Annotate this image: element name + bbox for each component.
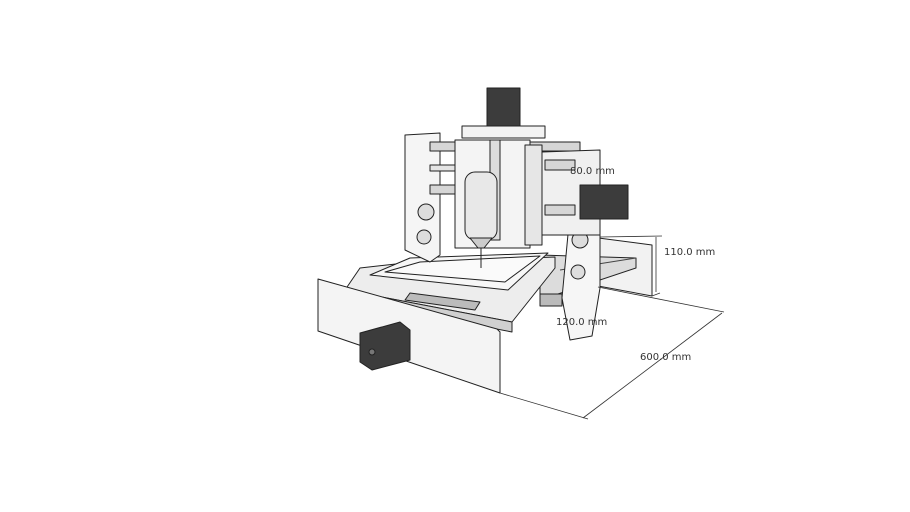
workpiece bbox=[384, 255, 541, 283]
gantry-rod bbox=[544, 159, 576, 171]
dimension-label-600: 600.0 mm bbox=[640, 352, 692, 363]
dimension-label-110: 110.0 mm bbox=[664, 247, 716, 258]
dimension-line-600 bbox=[582, 312, 723, 419]
extension-line bbox=[599, 235, 663, 238]
extension-line bbox=[597, 286, 725, 313]
plate-hole bbox=[416, 229, 432, 245]
motor-shaft bbox=[368, 348, 376, 356]
dimension-label-120: 120.0 mm bbox=[556, 317, 608, 328]
gantry-rod bbox=[544, 204, 576, 216]
dimension-label-80: 80.0 mm bbox=[570, 166, 615, 177]
plate-hole bbox=[417, 203, 435, 221]
extension-line bbox=[651, 292, 661, 297]
spindle-nose bbox=[469, 237, 493, 249]
x-motor bbox=[579, 184, 629, 220]
z-motor bbox=[486, 87, 521, 127]
y-motor bbox=[359, 321, 411, 371]
z-guide bbox=[524, 144, 543, 246]
extension-line bbox=[499, 392, 589, 420]
bed-slot bbox=[404, 292, 481, 311]
plate-hole bbox=[570, 264, 586, 280]
spindle bbox=[464, 171, 498, 241]
z-top-plate bbox=[461, 125, 546, 139]
y-rod-end bbox=[539, 293, 563, 307]
